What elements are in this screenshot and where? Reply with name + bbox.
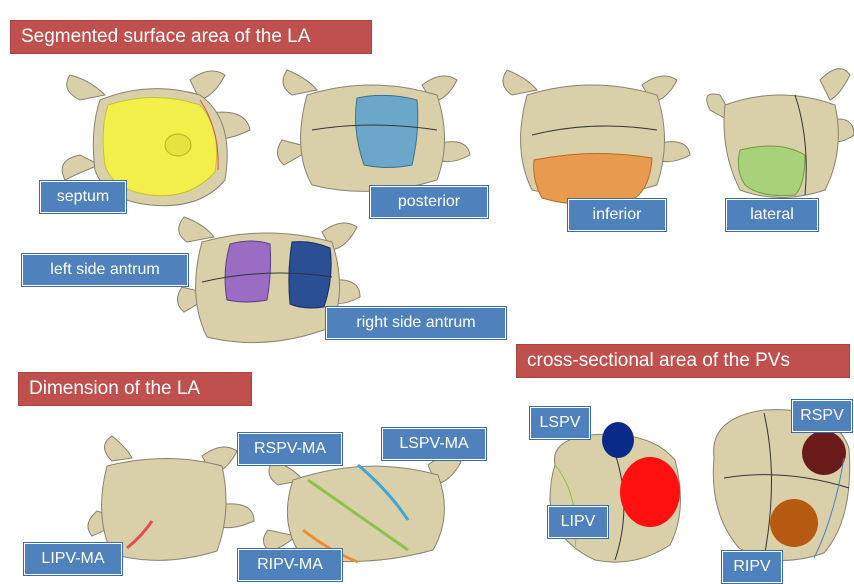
rspv-ma-label: RSPV-MA: [238, 433, 342, 465]
right-antrum-label: right side antrum: [326, 307, 506, 339]
inferior-region: [534, 153, 652, 204]
cross-sectional-title: cross-sectional area of the PVs: [516, 344, 850, 378]
lipv-ma-label: LIPV-MA: [24, 543, 122, 575]
lspv-ostium: [602, 422, 634, 458]
rspv-label: RSPV: [792, 400, 852, 432]
lateral-label: lateral: [726, 199, 818, 231]
ripv-ostium: [770, 499, 818, 547]
lipv-ostium: [620, 457, 680, 527]
left-antrum-label: left side antrum: [22, 254, 188, 286]
posterior-label: posterior: [370, 186, 488, 218]
segmented-surface-title: Segmented surface area of the LA: [10, 20, 372, 54]
lspv-ma-label: LSPV-MA: [382, 428, 486, 460]
septum-label: septum: [40, 181, 126, 213]
lipv-label: LIPV: [548, 506, 608, 538]
inferior-label: inferior: [568, 199, 666, 231]
la-model-posterior-view: [272, 60, 472, 205]
la-model-lateral-view: [700, 60, 854, 210]
lspv-label: LSPV: [530, 407, 590, 439]
left-antrum-region: [225, 241, 270, 302]
ripv-label: RIPV: [722, 551, 782, 583]
ripv-ma-label: RIPV-MA: [238, 549, 342, 581]
pv-model-left: [540, 420, 690, 570]
rspv-ostium: [802, 431, 846, 475]
posterior-region: [356, 95, 418, 167]
la-model-inferior-view: [492, 60, 692, 210]
dimension-title: Dimension of the LA: [18, 372, 252, 406]
